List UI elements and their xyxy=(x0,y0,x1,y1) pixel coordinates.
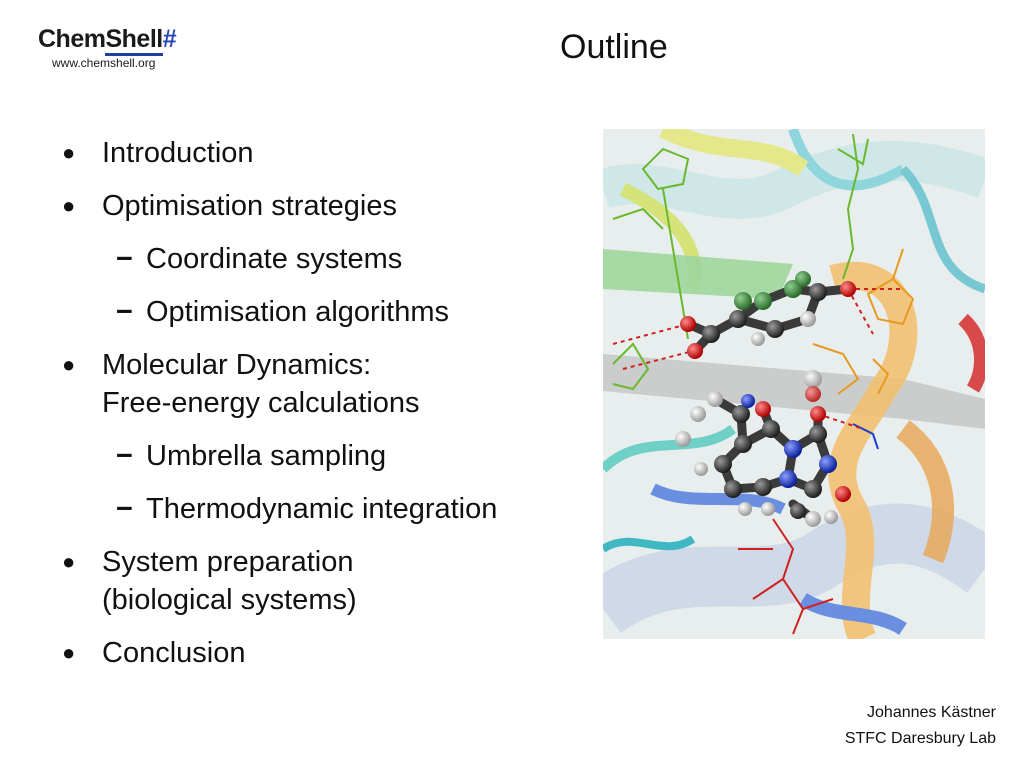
outline-subitem: −Coordinate systems xyxy=(62,240,582,278)
bullet-icon: ● xyxy=(62,193,76,218)
outline-item: ● Conclusion xyxy=(62,634,582,672)
dash-icon: − xyxy=(116,296,133,328)
protein-ligand-illustration xyxy=(603,129,985,639)
outline-subitem: −Umbrella sampling xyxy=(62,437,582,475)
outline-item: ● Introduction xyxy=(62,134,582,172)
bullet-icon: ● xyxy=(62,549,76,574)
footer: Johannes Kästner STFC Daresbury Lab xyxy=(845,700,996,752)
molecular-structure-image xyxy=(603,129,985,639)
chemshell-logo: ChemShell# www.chemshell.org xyxy=(38,25,177,70)
outline-item: ● Optimisation strategies xyxy=(62,187,582,225)
outline-item-label: System preparation (biological systems) xyxy=(102,546,357,616)
logo-url: www.chemshell.org xyxy=(52,56,156,70)
dash-icon: − xyxy=(116,440,133,472)
logo-hash: # xyxy=(162,25,177,53)
outline-item-label: Thermodynamic integration xyxy=(146,493,498,525)
slide-title: Outline xyxy=(560,28,668,66)
bullet-icon: ● xyxy=(62,352,76,377)
outline-item: ● System preparation (biological systems) xyxy=(62,543,582,619)
outline-item-label: Optimisation algorithms xyxy=(146,296,449,328)
footer-author: Johannes Kästner xyxy=(867,704,996,721)
logo-shell: Shell xyxy=(105,25,163,56)
outline-subitem: −Thermodynamic integration xyxy=(62,490,582,528)
bullet-icon: ● xyxy=(62,140,76,165)
dash-icon: − xyxy=(116,243,133,275)
logo-chem: Chem xyxy=(38,25,106,53)
footer-affiliation: STFC Daresbury Lab xyxy=(844,730,996,747)
outline-item-label: Optimisation strategies xyxy=(102,190,397,222)
outline-list: ●Introduction●Optimisation strategies−Co… xyxy=(62,134,582,687)
outline-subitem: −Optimisation algorithms xyxy=(62,293,582,331)
outline-item-label: Coordinate systems xyxy=(146,243,403,275)
outline-item-label: Umbrella sampling xyxy=(146,440,387,472)
logo-wordmark: ChemShell# xyxy=(38,25,177,56)
bullet-icon: ● xyxy=(62,640,76,665)
dash-icon: − xyxy=(116,493,133,525)
outline-item-label: Conclusion xyxy=(102,637,246,669)
outline-item-label: Molecular Dynamics: Free-energy calculat… xyxy=(102,349,420,419)
outline-item: ● Molecular Dynamics: Free-energy calcula… xyxy=(62,346,582,422)
outline-item-label: Introduction xyxy=(102,137,254,169)
